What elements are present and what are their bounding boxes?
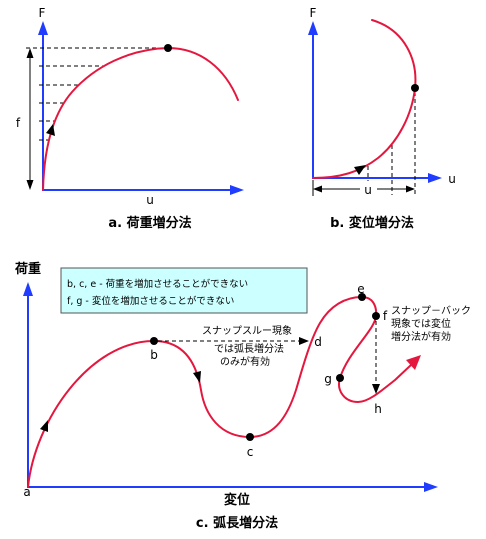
snap-through-note: スナップスルー現象 では弧長増分法 のみが有効 bbox=[202, 325, 292, 368]
panel-b-dimension-arrowhead-left bbox=[313, 185, 322, 193]
panel-a-load-displacement-curve bbox=[42, 47, 239, 191]
panel-b-y-axis-arrowhead bbox=[308, 21, 318, 35]
legend-background bbox=[60, 267, 308, 314]
point-label-b: b bbox=[150, 348, 158, 362]
panel-b-direction-arrow bbox=[354, 165, 366, 175]
point-f bbox=[372, 312, 380, 320]
panel-a-direction-arrow bbox=[46, 124, 55, 136]
snap-through-note-line: スナップスルー現象 bbox=[202, 325, 292, 337]
panel-c-direction-arrow-up bbox=[40, 420, 48, 432]
legend-line-displacement-limit: f, g - 変位を増加させることができない bbox=[67, 295, 234, 307]
panel-a-x-axis-arrowhead bbox=[230, 185, 244, 195]
panel-a-caption: a. 荷重増分法 bbox=[108, 215, 191, 231]
panel-c-y-axis-label: 荷重 bbox=[14, 261, 41, 277]
legend-line-load-limit: b, c, e - 荷重を増加させることができない bbox=[67, 278, 248, 290]
panel-a-y-axis-label: F bbox=[39, 6, 46, 20]
point-g bbox=[336, 374, 344, 382]
panel-b-current-point bbox=[411, 84, 419, 92]
panel-a-y-axis-arrowhead bbox=[38, 21, 48, 35]
panel-b-load-displacement-curve bbox=[312, 19, 417, 179]
panel-c-x-axis-arrowhead bbox=[424, 482, 438, 492]
point-label-c: c bbox=[247, 445, 254, 459]
panel-b-x-axis-label: u bbox=[448, 172, 456, 186]
panel-a-dimension-label: f bbox=[16, 116, 21, 130]
panel-c-x-axis-label: 変位 bbox=[224, 492, 250, 508]
snap-back-note-line: 増分法が有効 bbox=[391, 330, 451, 343]
panel-b-dimension-arrowhead-right bbox=[406, 185, 415, 193]
snap-through-note-line: では弧長増分法 bbox=[214, 342, 284, 355]
panel-b-displacement-increment: F u u b. 変位増分法 bbox=[308, 6, 456, 231]
snap-through-note-line: のみが有効 bbox=[220, 355, 270, 368]
point-label-h: h bbox=[374, 402, 382, 416]
snap-back-note: スナップ－バック 現象では変位 増分法が有効 bbox=[391, 305, 471, 343]
panel-c-caption: c. 弧長増分法 bbox=[196, 515, 278, 531]
point-label-a: a bbox=[23, 485, 30, 499]
panel-a-x-axis-label: u bbox=[146, 193, 154, 207]
panel-b-dimension-label: u bbox=[364, 183, 372, 197]
snap-back-note-line: スナップ－バック bbox=[391, 305, 471, 317]
panel-b-y-axis-label: F bbox=[310, 6, 317, 20]
legend-box: b, c, e - 荷重を増加させることができない f, g - 変位を増加させ… bbox=[60, 267, 308, 314]
point-c bbox=[246, 433, 254, 441]
panel-c-path-end-arrowhead bbox=[406, 355, 421, 370]
point-b bbox=[150, 337, 158, 345]
panel-b-caption: b. 変位増分法 bbox=[330, 215, 414, 231]
panel-c-direction-arrow-down bbox=[193, 371, 201, 383]
point-label-e: e bbox=[357, 282, 364, 296]
panel-a-dimension-arrowhead-down bbox=[26, 180, 34, 190]
snap-back-note-line: 現象では変位 bbox=[391, 317, 451, 330]
panel-b-x-axis-arrowhead bbox=[428, 173, 442, 183]
snap-through-jump-arrowhead bbox=[299, 337, 309, 345]
snap-back-jump-arrowhead bbox=[372, 384, 380, 394]
point-e bbox=[358, 293, 366, 301]
point-label-f: f bbox=[383, 309, 388, 323]
point-label-d: d bbox=[314, 335, 322, 349]
panel-c-y-axis-arrowhead bbox=[23, 282, 33, 296]
panel-c-arc-length: 荷重 変位 b, c, e - 荷重を増加させることができない f, g - 変… bbox=[14, 261, 471, 531]
panel-a-limit-point bbox=[164, 44, 172, 52]
point-label-g: g bbox=[324, 372, 332, 386]
panel-a-dimension-arrowhead-up bbox=[26, 48, 34, 58]
panel-a-load-increment: F u f a. 荷重増分法 bbox=[16, 6, 244, 231]
